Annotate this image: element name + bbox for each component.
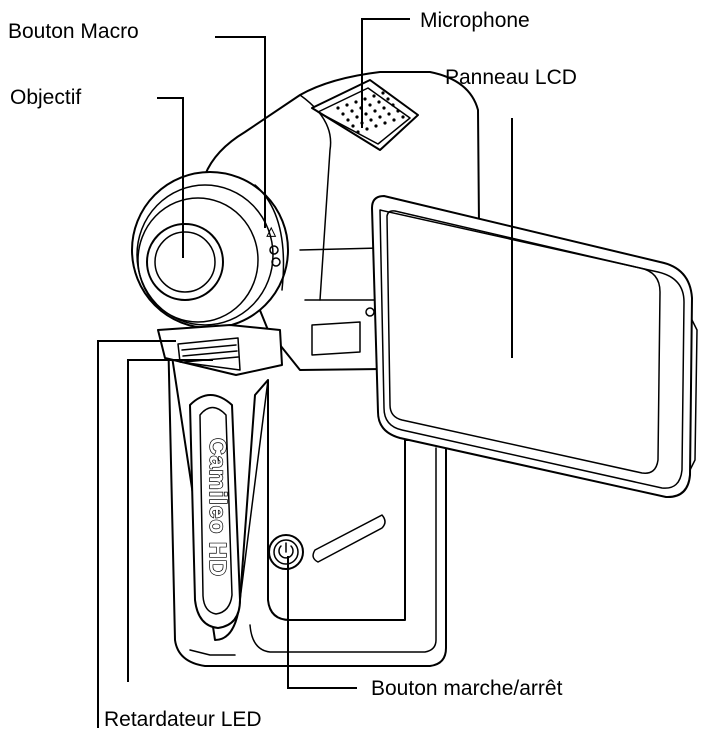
brand-text: Camileo HD (205, 438, 231, 577)
leader-self-timer-led (127, 359, 213, 682)
lcd-panel (371, 195, 698, 499)
mic-dot (378, 115, 382, 119)
mic-dot (369, 118, 373, 122)
mic-dot (381, 91, 385, 95)
leader-macro-button (215, 36, 266, 228)
mic-dot (373, 109, 377, 113)
self-timer-led (157, 324, 283, 376)
mic-dot (387, 112, 391, 116)
mic-dot (368, 103, 372, 107)
leader-lens (157, 97, 184, 258)
mic-dot (364, 112, 368, 116)
svg-text:▲: ▲ (267, 225, 276, 238)
power-button (268, 534, 304, 570)
microphone-grille (311, 79, 419, 151)
label-macro-button: Bouton Macro (8, 20, 139, 43)
mic-dot (356, 130, 360, 134)
camcorder-illustration: ▲ Camileo HD (131, 71, 698, 667)
leader-bottom (97, 340, 176, 728)
label-lens: Objectif (10, 86, 81, 109)
mic-dot (391, 103, 395, 107)
side-grip: Camileo HD (189, 394, 241, 629)
lens-assembly: ▲ (131, 171, 289, 329)
mic-dot (336, 106, 340, 110)
mic-dot (355, 115, 359, 119)
mic-dot (354, 100, 358, 104)
mic-dot (374, 124, 378, 128)
mic-dot (386, 97, 390, 101)
leader-lines (97, 18, 513, 728)
label-microphone: Microphone (420, 9, 530, 32)
grip-slot (312, 514, 386, 563)
mic-dot (363, 97, 367, 101)
mic-dot (341, 112, 345, 116)
leader-power-button (287, 556, 357, 689)
lens-glass (146, 223, 224, 301)
mic-dot (345, 103, 349, 107)
label-self-timer-led: Retardateur LED (104, 708, 262, 731)
mic-dot (392, 118, 396, 122)
mic-dot (396, 109, 400, 113)
lcd-screen (386, 210, 661, 474)
mic-dot (350, 109, 354, 113)
mic-dot (346, 118, 350, 122)
mic-dot (351, 124, 355, 128)
mic-dot (377, 100, 381, 104)
mic-dot (372, 94, 376, 98)
label-lcd-panel: Panneau LCD (445, 66, 577, 89)
leader-microphone (361, 18, 410, 128)
mic-dot (365, 127, 369, 131)
mic-dot (401, 115, 405, 119)
label-power-button: Bouton marche/arrêt (371, 677, 563, 700)
callout-labels: Bouton Macro Microphone Objectif Panneau… (8, 9, 577, 731)
mic-dot (383, 121, 387, 125)
mic-dot (382, 106, 386, 110)
